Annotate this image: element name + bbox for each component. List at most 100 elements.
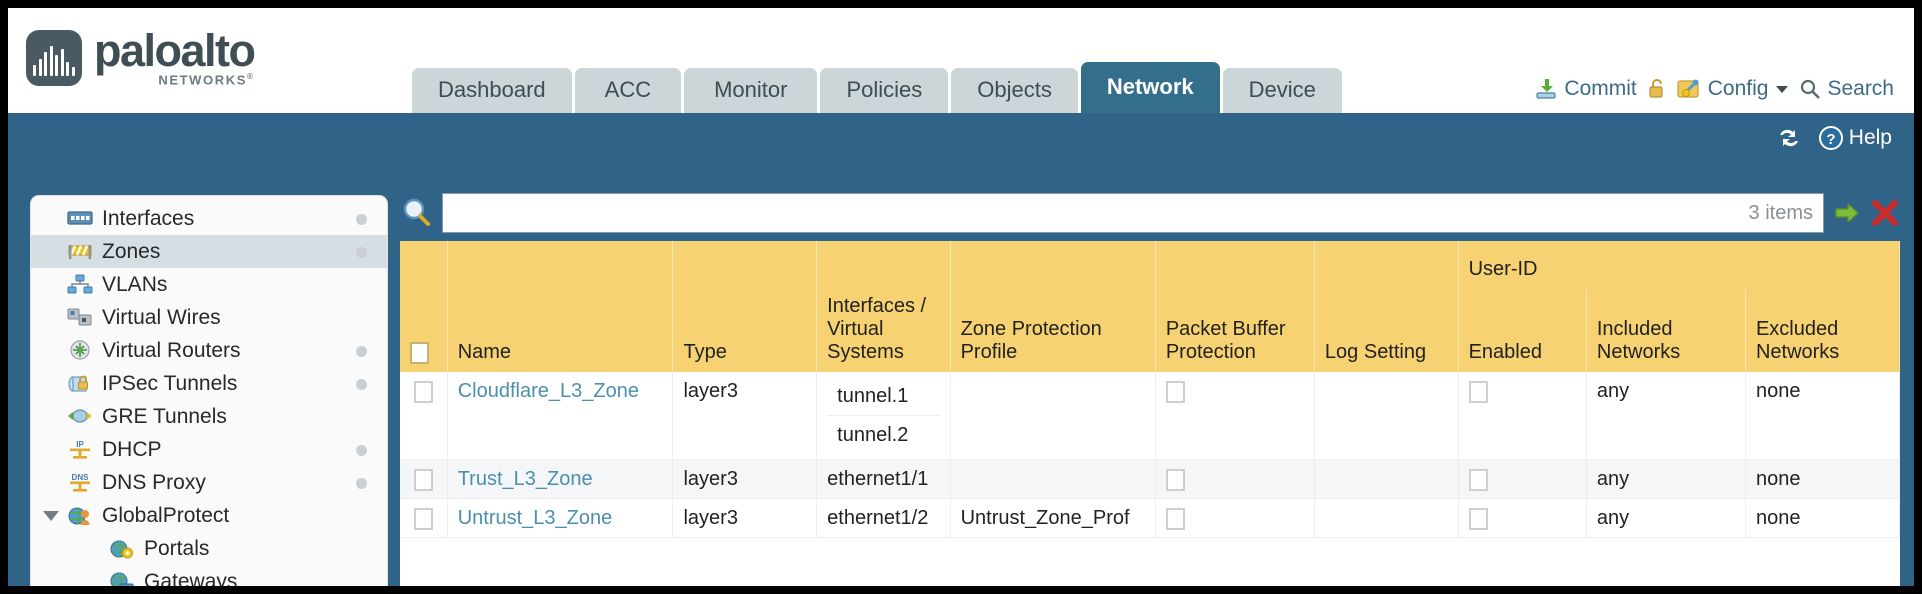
svg-text:DNS: DNS [72,473,90,482]
cell-included-networks: any [1586,459,1746,499]
tab-policies[interactable]: Policies [820,68,949,113]
cell-interfaces: ethernet1/1 [816,459,951,499]
sidebar-item-gre-tunnels[interactable]: GRE Tunnels [31,400,387,433]
sidebar-status-dot [356,444,367,456]
cell-name: Cloudflare_L3_Zone [447,372,674,460]
config-icon [1677,77,1702,101]
column-header-packet-buffer-protection[interactable]: Packet Buffer Protection [1155,289,1315,372]
tab-dashboard[interactable]: Dashboard [412,68,572,113]
sidebar-item-interfaces[interactable]: Interfaces [31,202,387,235]
sub-toolbar: ? Help [8,113,1914,179]
zone-link[interactable]: Cloudflare_L3_Zone [457,380,639,402]
virtual-wires-icon [67,307,93,329]
zone-link[interactable]: Trust_L3_Zone [457,468,593,490]
cell-userid-enabled [1458,372,1587,460]
sidebar-item-label: Zones [102,239,161,263]
cell-userid-enabled [1458,498,1587,538]
padlock-icon[interactable] [1646,77,1668,101]
column-header-interfaces[interactable]: Interfaces / Virtual Systems [816,289,951,372]
clear-filter-button[interactable] [1870,198,1900,228]
main-tab-bar: Dashboard ACC Monitor Policies Objects N… [412,62,1342,113]
zone-link[interactable]: Untrust_L3_Zone [457,507,613,529]
cell-log-setting [1314,372,1459,460]
column-header-name[interactable]: Name [447,289,674,372]
sidebar-status-dot [356,378,367,390]
sidebar-item-dns-proxy[interactable]: DNS DNS Proxy [31,466,387,499]
paloalto-logo: paloalto NETWORKS® [26,28,256,87]
row-checkbox[interactable] [413,380,433,403]
sidebar-item-ipsec-tunnels[interactable]: IPSec Tunnels [31,367,387,400]
config-menu[interactable]: Config [1677,77,1791,101]
svg-text:?: ? [1826,131,1835,148]
sidebar-item-globalprotect[interactable]: GlobalProtect [31,499,387,532]
sidebar-item-label: IPSec Tunnels [102,371,238,395]
sidebar-item-label: GRE Tunnels [102,404,227,428]
virtual-routers-icon [67,339,93,362]
row-select-cell [400,372,448,460]
userid-enabled-checkbox[interactable] [1468,507,1488,530]
interfaces-icon [67,208,93,230]
chevron-expand-icon[interactable] [43,510,59,521]
tab-acc[interactable]: ACC [574,68,682,113]
packet-buffer-checkbox[interactable] [1165,380,1185,403]
table-row[interactable]: Cloudflare_L3_Zone layer3 tunnel.1 tunne… [400,372,1900,460]
header-actions: Commit Config [1534,77,1894,101]
column-header-included-networks[interactable]: Included Networks [1586,289,1746,372]
cell-zone-protection-profile [950,459,1156,499]
sidebar-status-dot [356,477,367,489]
help-button[interactable]: ? Help [1818,125,1892,151]
row-select-cell [400,459,448,499]
cell-userid-enabled [1458,459,1587,499]
refresh-icon[interactable] [1776,126,1802,150]
sidebar-item-gateways[interactable]: Gateways [31,565,387,586]
cell-interfaces: ethernet1/2 [816,498,951,538]
packet-buffer-checkbox[interactable] [1165,507,1185,530]
table-header-row: Name Type Interfaces / Virtual Systems Z… [400,289,1900,372]
apply-filter-button[interactable] [1832,198,1862,228]
sidebar-item-portals[interactable]: Portals [31,532,387,565]
tab-device[interactable]: Device [1222,68,1342,113]
sidebar-item-label: Virtual Routers [102,338,241,362]
sidebar-item-virtual-routers[interactable]: Virtual Routers [31,334,387,367]
group-spacer-zone-protection [950,241,1156,289]
select-all-checkbox[interactable] [410,341,429,364]
column-header-excluded-networks[interactable]: Excluded Networks [1745,289,1900,372]
sidebar-item-virtual-wires[interactable]: Virtual Wires [31,301,387,334]
table-row[interactable]: Untrust_L3_Zone layer3 ethernet1/2 Untru… [400,498,1900,538]
cell-packet-buffer-protection [1155,459,1315,499]
globalprotect-icon [67,505,93,527]
row-checkbox[interactable] [413,468,433,491]
group-spacer-packet-buffer [1155,241,1315,289]
help-label: Help [1848,126,1892,149]
search-icon [1799,78,1821,100]
items-count: 3 items [1748,201,1813,224]
packet-buffer-checkbox[interactable] [1165,468,1185,491]
sidebar-status-dot [356,246,367,258]
column-header-log-setting[interactable]: Log Setting [1314,289,1459,372]
tab-objects[interactable]: Objects [951,68,1078,113]
group-spacer-interfaces [816,241,951,289]
sidebar-item-label: Virtual Wires [102,305,221,329]
userid-enabled-checkbox[interactable] [1468,468,1488,491]
group-spacer-type [672,241,818,289]
tab-monitor[interactable]: Monitor [684,68,818,113]
cell-zone-protection-profile [950,372,1156,460]
search-button[interactable]: Search [1799,77,1894,101]
cell-excluded-networks: none [1745,498,1900,538]
sidebar-item-dhcp[interactable]: IP DHCP [31,433,387,466]
sidebar-item-vlans[interactable]: VLANs [31,268,387,301]
config-label: Config [1707,77,1769,100]
row-checkbox[interactable] [413,507,433,530]
search-input[interactable]: 3 items [442,193,1824,233]
table-row[interactable]: Trust_L3_Zone layer3 ethernet1/1 [400,459,1900,499]
column-header-type[interactable]: Type [672,289,818,372]
userid-enabled-checkbox[interactable] [1468,380,1488,403]
chevron-down-icon [1774,83,1790,95]
commit-button[interactable]: Commit [1534,77,1637,101]
tab-network[interactable]: Network [1080,62,1220,113]
cell-excluded-networks: none [1745,459,1900,499]
column-header-zone-protection-profile[interactable]: Zone Protection Profile [950,289,1156,372]
column-header-enabled[interactable]: Enabled [1458,289,1587,372]
commit-label: Commit [1564,77,1637,100]
sidebar-item-zones[interactable]: Zones [31,235,387,268]
